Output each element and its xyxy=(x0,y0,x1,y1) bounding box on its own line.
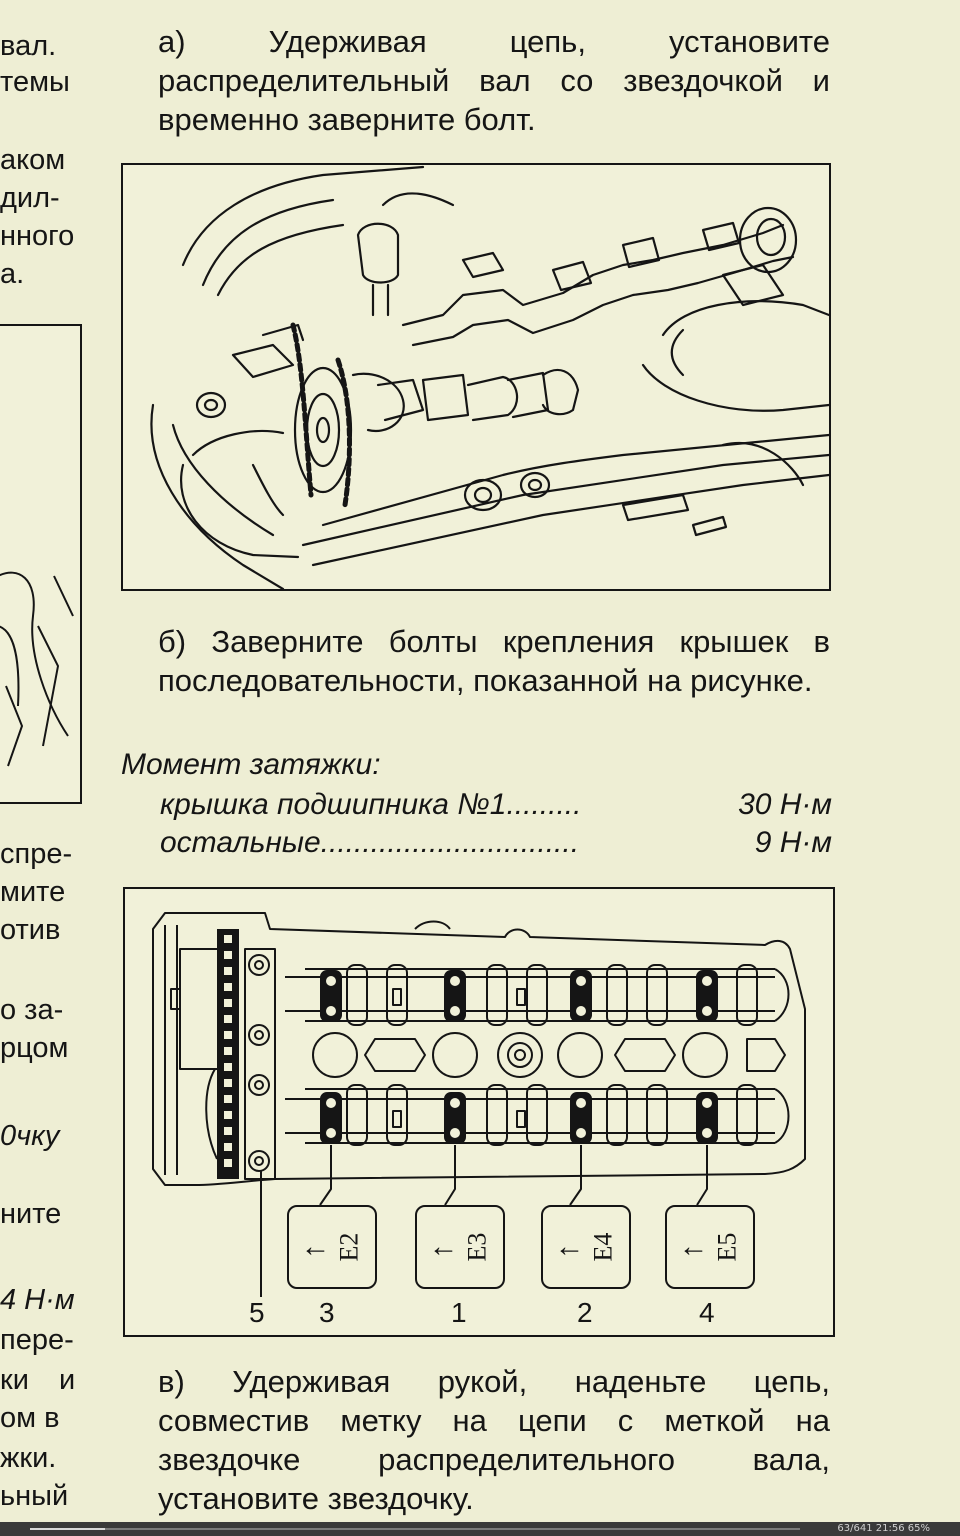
sequence-number: 4 xyxy=(699,1297,715,1328)
step-c-text: в) Удерживая рукой, наденьте цепь, совме… xyxy=(158,1364,830,1516)
left-column-line: жки. xyxy=(0,1442,57,1474)
left-column-line: рцом xyxy=(0,1032,69,1064)
left-column-line: пере- xyxy=(0,1324,74,1356)
torque-label: крышка подшипника №1 xyxy=(160,788,507,821)
camshaft-sprocket-drawing xyxy=(150,165,829,589)
left-column-line: дил- xyxy=(0,182,60,214)
camshaft-sprocket-figure xyxy=(121,163,831,591)
left-figure-drawing xyxy=(0,571,74,767)
cam-mark-label: E3 xyxy=(461,1232,491,1262)
sequence-number: 1 xyxy=(451,1297,467,1328)
left-column-line: о за- xyxy=(0,994,64,1026)
left-column-line: спре- xyxy=(0,838,73,870)
left-column-line: 0чку xyxy=(0,1120,60,1152)
reading-progress-fill xyxy=(30,1528,106,1530)
left-column-line: вал. xyxy=(0,30,57,62)
torque-dots: ............................... xyxy=(320,826,580,859)
torque-row: крышка подшипника №1 ......... 30 Н·м xyxy=(160,786,832,824)
arrow-left-icon: ← xyxy=(678,1230,709,1263)
cam-mark-tag: ← E2 xyxy=(287,1205,377,1289)
left-column-line: а. xyxy=(0,258,25,290)
torque-dots: ......... xyxy=(506,788,582,821)
left-column-line: темы xyxy=(0,66,70,98)
arrow-left-icon: ← xyxy=(554,1230,585,1263)
left-column-line: отив xyxy=(0,914,61,946)
torque-row: остальные ..............................… xyxy=(160,824,832,862)
left-figure-fragment xyxy=(0,324,82,804)
left-column-line: аком xyxy=(0,144,66,176)
step-b-text: б) Заверните болты крепления крышек в по… xyxy=(158,624,830,698)
left-column-line: ните xyxy=(0,1198,62,1230)
cam-mark-label: E5 xyxy=(711,1232,741,1262)
bolt-sequence-drawing xyxy=(152,912,806,1297)
step-a-text: а) Удерживая цепь, установите распредели… xyxy=(158,24,830,137)
bolt-sequence-figure: ← E2 ← E3 ← E4 ← E5 5 3 1 2 4 xyxy=(123,887,835,1337)
torque-label: остальные xyxy=(160,826,321,859)
torque-heading: Момент затяжки: xyxy=(121,748,381,781)
sequence-number: 2 xyxy=(577,1297,593,1328)
arrow-left-icon: ← xyxy=(300,1230,331,1263)
torque-value: 9 Н·м xyxy=(754,826,832,859)
reading-progress-bar[interactable] xyxy=(30,1528,800,1530)
status-text: 63/641 21:56 65% xyxy=(837,1523,930,1534)
left-column-line: мите xyxy=(0,876,66,908)
arrow-left-icon: ← xyxy=(428,1230,459,1263)
torque-value: 30 Н·м xyxy=(738,788,832,821)
left-column-line: ки и xyxy=(0,1364,76,1396)
left-column-line: нного xyxy=(0,220,75,252)
left-column-line: ьный xyxy=(0,1480,69,1512)
cam-mark-tag: ← E5 xyxy=(665,1205,755,1289)
left-column-line: ом в xyxy=(0,1402,60,1434)
cam-mark-tag: ← E3 xyxy=(415,1205,505,1289)
cam-mark-tag: ← E4 xyxy=(541,1205,631,1289)
cam-mark-label: E4 xyxy=(587,1232,617,1262)
reader-status-bar: 63/641 21:56 65% xyxy=(0,1522,960,1536)
cam-mark-label: E2 xyxy=(333,1232,363,1262)
left-column-line: 4 Н·м xyxy=(0,1284,75,1316)
sequence-number: 5 xyxy=(249,1297,265,1328)
sequence-number: 3 xyxy=(319,1297,335,1328)
